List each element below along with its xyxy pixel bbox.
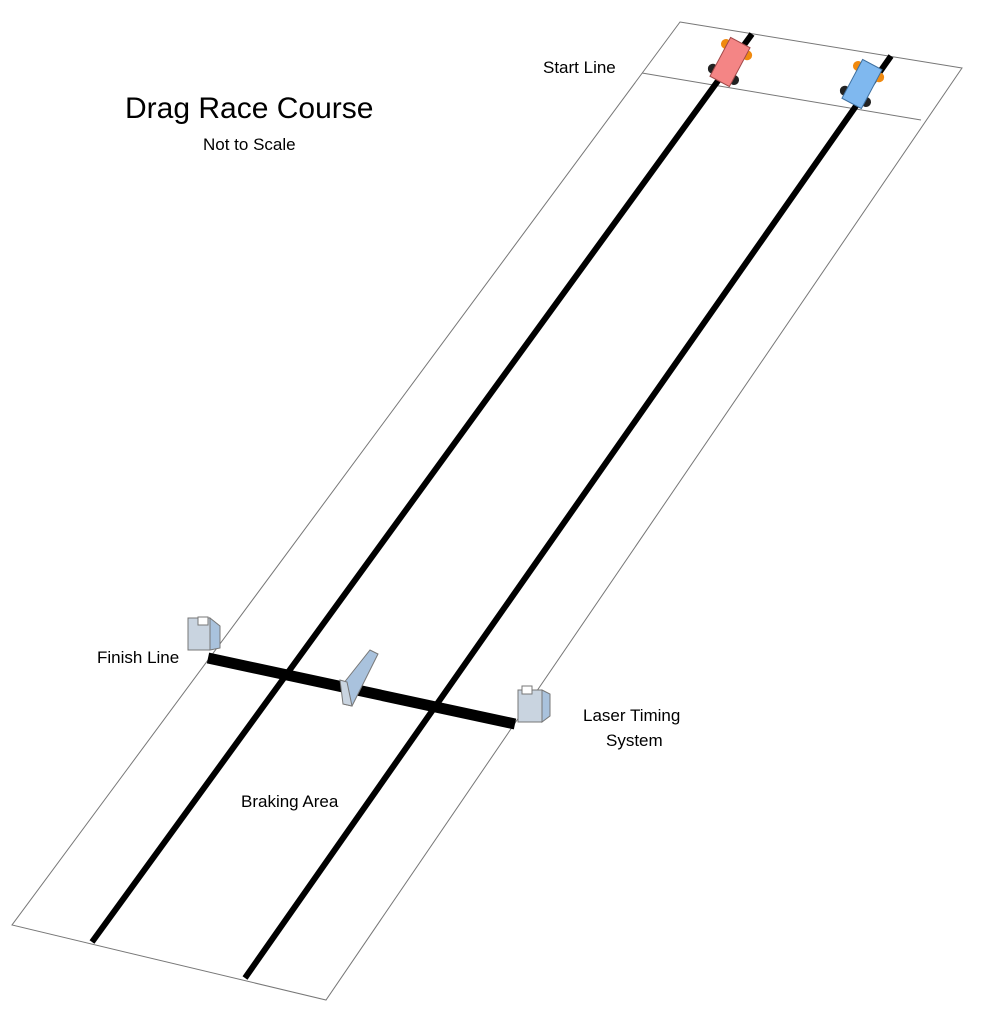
blue-car [839, 58, 885, 110]
finish-line [206, 652, 517, 730]
course-outline [11, 21, 963, 1001]
timing-unit-left [187, 616, 221, 651]
diagram-title: Drag Race Course [125, 92, 374, 125]
diagram-subtitle: Not to Scale [203, 135, 296, 154]
start-line-label: Start Line [543, 58, 616, 77]
timing-unit-right [517, 685, 551, 723]
lane-left [89, 32, 755, 944]
timing-reflector-center [339, 649, 379, 707]
lane-right [242, 54, 894, 980]
braking-area-label: Braking Area [241, 792, 339, 811]
red-car [707, 36, 753, 88]
start-line [641, 72, 922, 121]
laser-timing-label-line1: Laser Timing [583, 706, 681, 725]
laser-timing-label-line2: System [606, 731, 663, 750]
finish-line-label: Finish Line [97, 648, 180, 667]
